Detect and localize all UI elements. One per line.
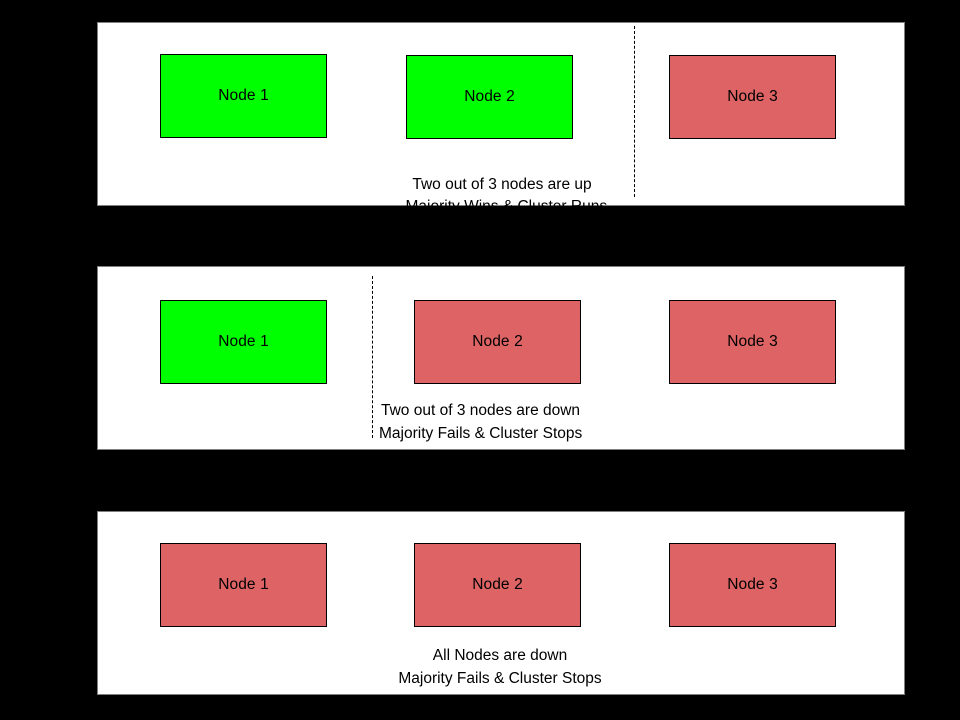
panel3-caption-line2: Majority Fails & Cluster Stops xyxy=(398,670,602,687)
panel2-caption-line1: Two out of 3 nodes are down xyxy=(381,402,581,419)
node-box-panel2-node2[interactable]: Node 2 xyxy=(414,300,581,384)
node-label: Node 1 xyxy=(218,333,269,350)
node-label: Node 2 xyxy=(472,333,523,350)
node-label: Node 3 xyxy=(727,576,778,593)
node-label: Node 2 xyxy=(472,576,523,593)
quorum-divider-panel1 xyxy=(634,26,635,197)
node-label: Node 1 xyxy=(218,576,269,593)
panel-two-nodes-up: Node 1 Node 2 Node 3 Two out of 3 nodes … xyxy=(97,22,905,215)
node-label: Node 3 xyxy=(727,88,778,105)
node-box-panel2-node3[interactable]: Node 3 xyxy=(669,300,836,384)
panel3-caption-line1: All Nodes are down xyxy=(432,647,568,664)
panel-all-nodes-down: Node 1 Node 2 Node 3 All Nodes are down … xyxy=(97,511,905,695)
panel-two-nodes-down: Node 1 Node 2 Node 3 Two out of 3 nodes … xyxy=(97,266,905,450)
node-label: Node 1 xyxy=(218,87,269,104)
panel1-caption-line2: , Majority Wins & Cluster Runs xyxy=(396,198,608,215)
panel1-caption-line1: Two out of 3 nodes are up xyxy=(412,176,592,193)
node-label: Node 2 xyxy=(464,88,515,105)
node-box-panel3-node3[interactable]: Node 3 xyxy=(669,543,836,627)
node-box-panel1-node1[interactable]: Node 1 xyxy=(160,54,327,138)
node-box-panel1-node3[interactable]: Node 3 xyxy=(669,55,836,139)
node-box-panel2-node1[interactable]: Node 1 xyxy=(160,300,327,384)
node-box-panel3-node1[interactable]: Node 1 xyxy=(160,543,327,627)
node-box-panel1-node2[interactable]: Node 2 xyxy=(406,55,573,139)
node-label: Node 3 xyxy=(727,333,778,350)
quorum-divider-panel2 xyxy=(372,276,373,438)
panel2-caption-line2: Majority Fails & Cluster Stops xyxy=(379,425,583,442)
node-box-panel3-node2[interactable]: Node 2 xyxy=(414,543,581,627)
